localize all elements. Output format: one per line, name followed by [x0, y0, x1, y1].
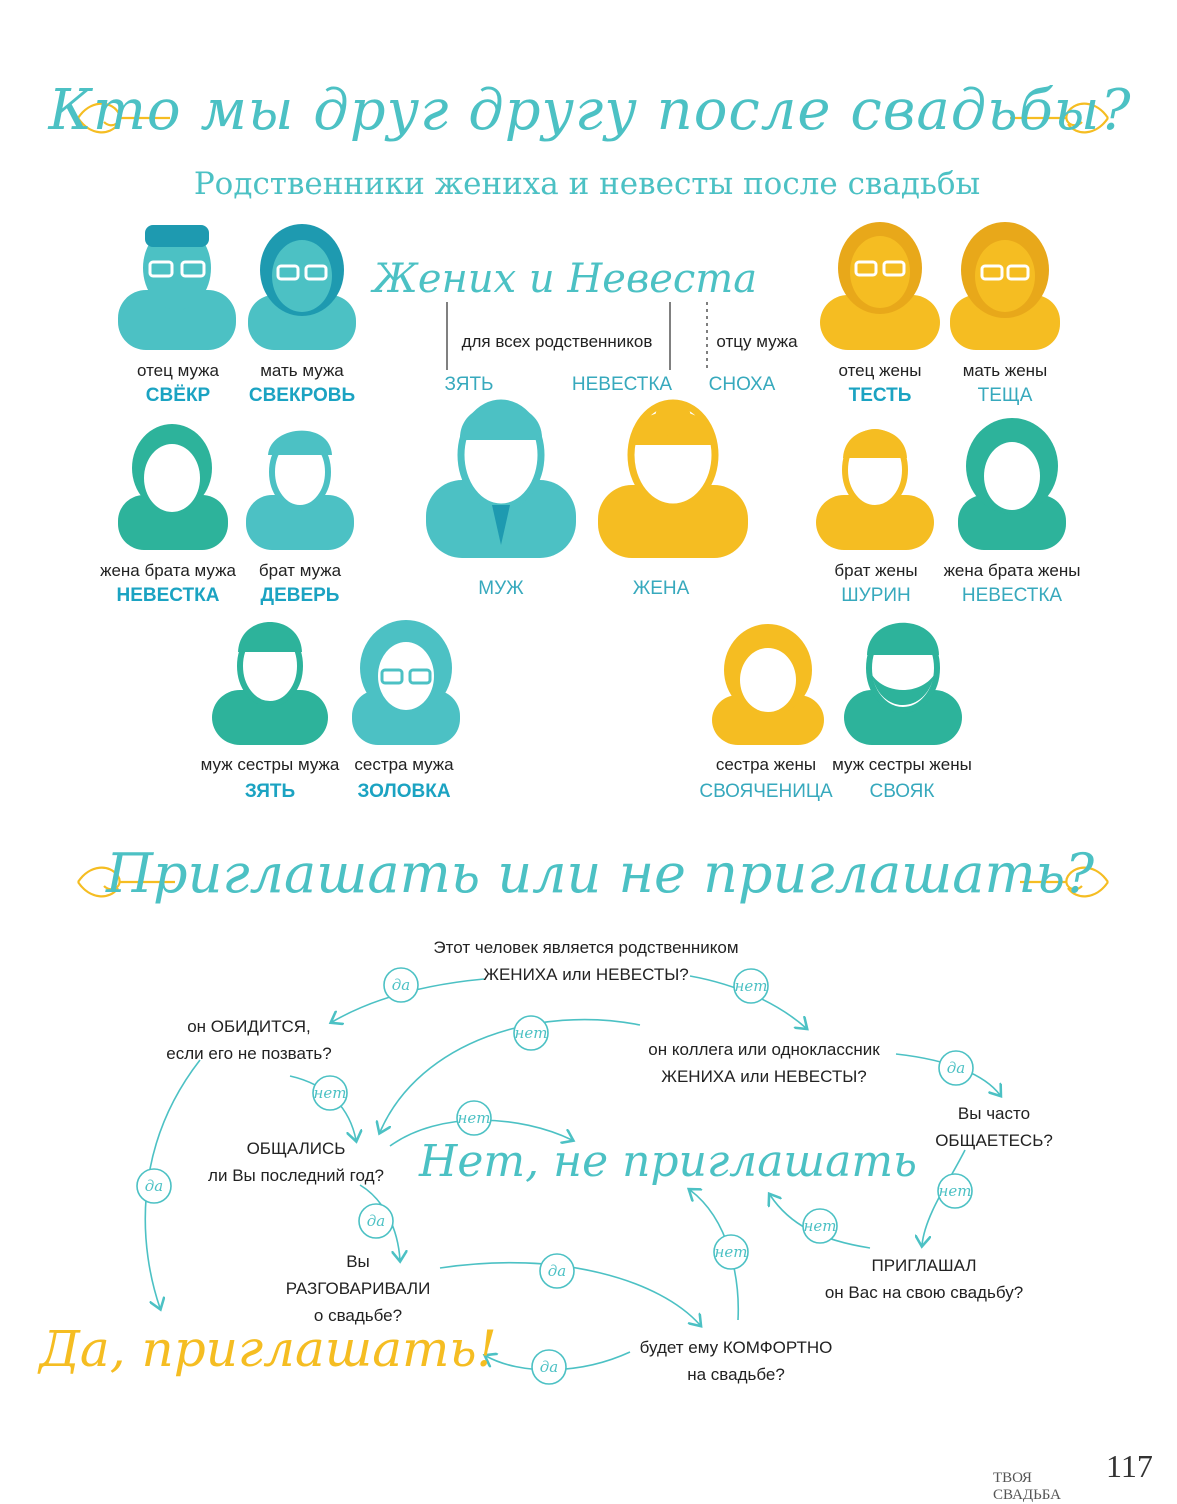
avatar-groom-sister-husband-icon — [212, 622, 328, 745]
avatar-bride-sister-icon — [712, 624, 824, 745]
result-no-invite: Нет, не приглашать — [418, 1136, 918, 1187]
relative-term: НЕВЕСТКА — [961, 585, 1063, 606]
question-offend: он ОБИДИТСЯ,если его не позвать? — [166, 1017, 332, 1063]
avatar-groom-brother-wife-icon — [118, 424, 228, 550]
avatar-wife-icon — [598, 399, 748, 558]
couple-term-zyat: ЗЯТЬ — [444, 374, 494, 395]
relative-label: отец мужа — [137, 361, 219, 380]
relative-label: отец жены — [838, 361, 922, 380]
relative-term: СВЁКР — [145, 385, 211, 406]
relative-term: НЕВЕСТКА — [116, 585, 220, 606]
relative-term: ЗОЛОВКА — [357, 781, 451, 802]
couple-title: Жених и Невеста — [372, 256, 758, 302]
relative-label: муж сестры мужа — [200, 755, 340, 774]
relative-label: сестра жены — [715, 755, 817, 774]
relative-label: жена брата жены — [943, 561, 1081, 580]
relative-label: сестра мужа — [354, 755, 454, 774]
avatar-groom-father-icon — [118, 225, 236, 350]
avatar-groom-mother-icon — [248, 224, 356, 350]
avatar-bride-sister-husband-icon — [844, 622, 962, 745]
relative-term: ТЕСТЬ — [848, 385, 912, 406]
page-title: Кто мы друг другу после свадьбы? — [48, 78, 1132, 143]
flourish-left-icon — [77, 102, 170, 134]
avatar-bride-brother-wife-icon — [958, 418, 1066, 550]
flourish-right-2-icon — [1020, 866, 1109, 898]
avatar-bride-father-icon — [820, 222, 940, 350]
couple-wife: ЖЕНА — [632, 578, 690, 599]
relative-label: брат мужа — [258, 561, 342, 580]
relative-label: жена брата мужа — [100, 561, 236, 580]
couple-term-nevestka: НЕВЕСТКА — [571, 374, 673, 395]
avatar-groom-sister-icon — [352, 620, 460, 745]
relative-label: муж сестры жены — [832, 755, 972, 774]
avatar-bride-mother-icon — [950, 222, 1060, 350]
flowchart-title: Приглашать или не приглашать? — [105, 842, 1095, 905]
page-number: 117 — [1106, 1448, 1153, 1484]
avatar-groom-brother-icon — [246, 430, 354, 550]
relative-term: ЗЯТЬ — [244, 781, 296, 802]
magazine-name: ТВОЯ СВАДЬБА — [993, 1470, 1061, 1503]
couple-note-husband-father: отцу мужа — [716, 332, 798, 351]
result-yes-invite: Да, приглашать! — [39, 1320, 497, 1378]
relative-term: ШУРИН — [841, 585, 911, 606]
flourish-right-icon — [1010, 102, 1109, 134]
relative-term: СВЕКРОВЬ — [248, 385, 356, 406]
couple-husband: МУЖ — [478, 578, 524, 599]
flourish-left-2-icon — [77, 866, 175, 898]
avatar-husband-icon — [426, 399, 576, 558]
couple-term-snokha: СНОХА — [708, 374, 776, 395]
relative-term: ТЕЩА — [977, 385, 1033, 406]
relative-term: ДЕВЕРЬ — [260, 585, 340, 606]
avatar-bride-brother-icon — [816, 429, 934, 550]
relative-term: СВОЯК — [869, 781, 935, 802]
couple-note-all: для всех родственников — [461, 332, 653, 351]
couple-connector — [446, 302, 708, 370]
relative-label: мать жены — [962, 361, 1048, 380]
relative-term: СВОЯЧЕНИЦА — [699, 781, 833, 802]
page-subtitle: Родственники жениха и невесты после свад… — [193, 166, 981, 202]
relative-label: брат жены — [834, 561, 918, 580]
relative-label: мать мужа — [260, 361, 344, 380]
